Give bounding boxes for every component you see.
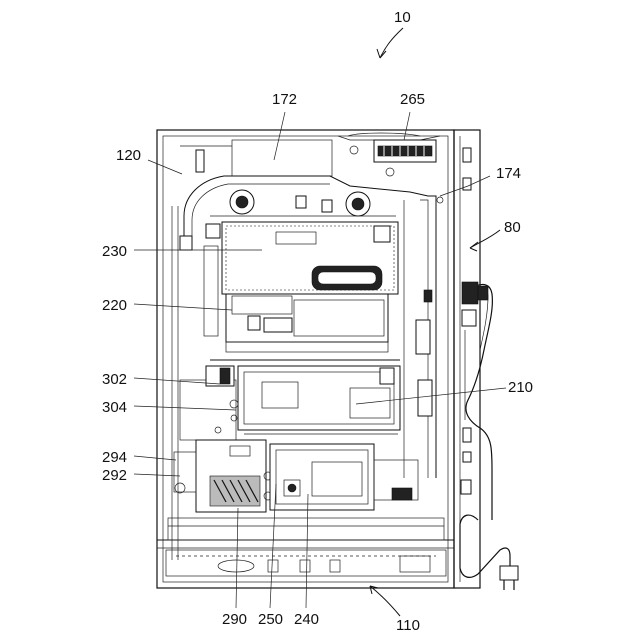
label-265: 265 bbox=[400, 91, 425, 108]
label-292: 292 bbox=[102, 467, 127, 484]
label-210: 210 bbox=[508, 379, 533, 396]
label-172: 172 bbox=[272, 91, 297, 108]
label-230: 230 bbox=[102, 243, 127, 260]
side-door-80 bbox=[454, 130, 480, 588]
lower-right-unit-240 bbox=[270, 444, 418, 510]
lower-left-unit-290 bbox=[174, 440, 272, 512]
label-304: 304 bbox=[102, 399, 127, 416]
right-duct-174 bbox=[404, 192, 443, 478]
fans bbox=[210, 190, 396, 216]
label-302: 302 bbox=[102, 371, 127, 388]
upper-board-230 bbox=[206, 222, 398, 294]
lower-board-210 bbox=[238, 366, 400, 434]
label-294: 294 bbox=[102, 449, 127, 466]
label-220: 220 bbox=[102, 297, 127, 314]
left-bracket-302-304 bbox=[180, 366, 238, 440]
label-250: 250 bbox=[258, 611, 283, 628]
label-110: 110 bbox=[396, 617, 420, 634]
base-frame-110 bbox=[166, 518, 446, 576]
label-80: 80 bbox=[504, 219, 521, 236]
label-174: 174 bbox=[496, 165, 521, 182]
label-10: 10 bbox=[394, 9, 411, 26]
label-290: 290 bbox=[222, 611, 247, 628]
label-120: 120 bbox=[116, 147, 141, 164]
label-240: 240 bbox=[294, 611, 319, 628]
terminal-block-265 bbox=[350, 140, 436, 176]
